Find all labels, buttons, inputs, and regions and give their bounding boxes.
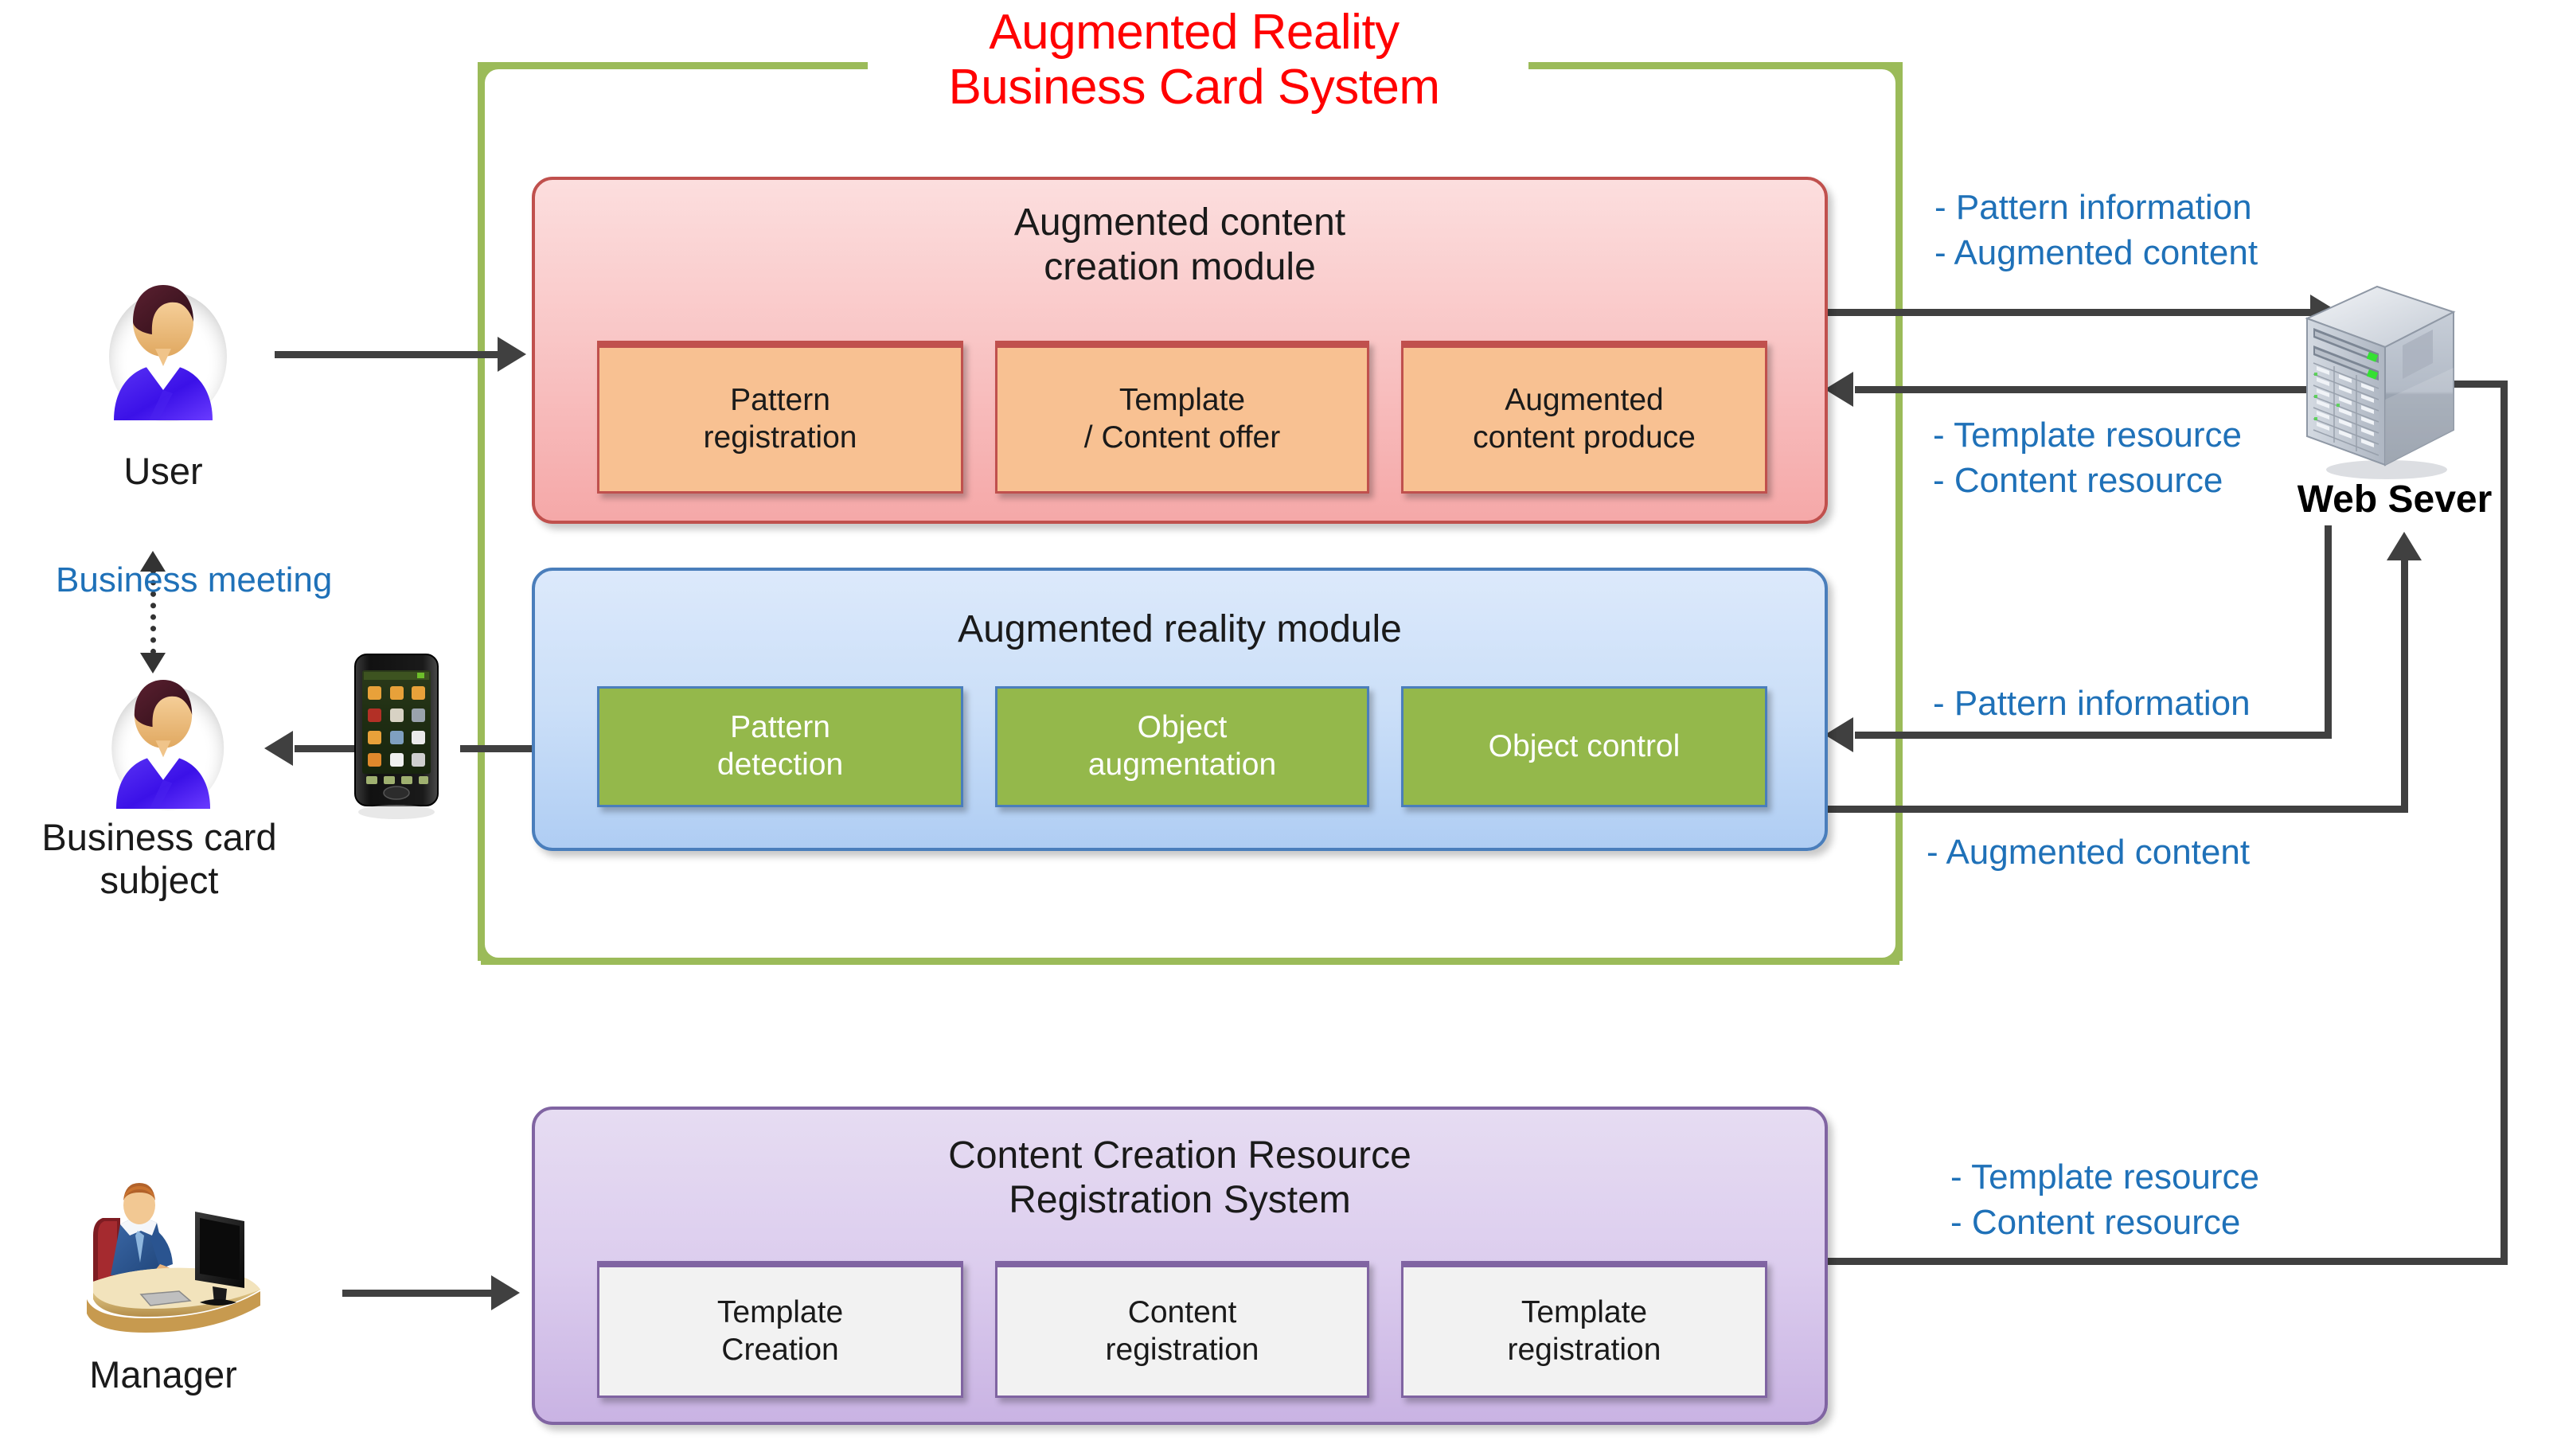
annotation-augmented-content: - Augmented content xyxy=(1927,833,2251,872)
line-ar-module-to-augmented-content xyxy=(1819,806,2408,813)
annotation-resources-bottom: - Template resource - Content resource xyxy=(1950,1157,2260,1243)
subbox-augmented-content-produce[interactable]: Augmented content produce xyxy=(1400,341,1767,494)
system-boundary-corner-tr xyxy=(1868,62,1903,96)
subbox-template-content-offer[interactable]: Template / Content offer xyxy=(995,341,1369,494)
arrow-manager-to-resource-module xyxy=(342,1290,502,1297)
subbox-row-ar: Pattern detection Object augmentation Ob… xyxy=(597,686,1767,807)
arrowhead-phone-to-subject xyxy=(264,731,293,766)
person-avatar-icon xyxy=(100,269,227,436)
system-boundary-left xyxy=(478,65,485,961)
system-boundary-corner-br xyxy=(1868,931,1903,965)
annotation-from-server-top: - Template resource - Content resource xyxy=(1933,416,2243,501)
manager-at-desk-icon xyxy=(76,1162,322,1345)
system-boundary-top-left xyxy=(478,62,868,69)
arrow-server-to-creation xyxy=(1855,386,2333,393)
subbox-template-registration[interactable]: Template registration xyxy=(1400,1261,1767,1398)
arrow-user-to-creation-module xyxy=(275,351,513,358)
line-augmented-content-up xyxy=(2401,557,2408,810)
arrowhead-business-meeting-down xyxy=(140,653,166,673)
subbox-template-creation[interactable]: Template Creation xyxy=(597,1261,964,1398)
actor-label-web-server: Web Sever xyxy=(2297,478,2493,521)
module-title-augmented-reality: Augmented reality module xyxy=(958,608,1402,650)
module-augmented-reality[interactable]: Augmented reality module Pattern detecti… xyxy=(532,568,1828,851)
system-boundary-bottom xyxy=(481,958,1899,965)
subbox-object-control[interactable]: Object control xyxy=(1400,686,1767,807)
module-augmented-content-creation[interactable]: Augmented content creation module Patter… xyxy=(532,177,1828,524)
subbox-pattern-registration[interactable]: Pattern registration xyxy=(597,341,964,494)
module-title-augmented-content-creation: Augmented content creation module xyxy=(1013,201,1346,288)
smartphone-icon xyxy=(350,653,444,824)
arrowhead-augmented-content-to-server xyxy=(2387,532,2422,560)
line-pattern-info-to-ar-module xyxy=(1855,732,2332,739)
system-boundary-corner-bl xyxy=(478,931,512,965)
arrowhead-business-meeting-up xyxy=(140,551,166,572)
module-content-creation-resource[interactable]: Content Creation Resource Registration S… xyxy=(532,1107,1828,1425)
line-server-down-pattern-info xyxy=(2325,525,2332,739)
subbox-object-augmentation[interactable]: Object augmentation xyxy=(995,686,1369,807)
arrowhead-manager-to-resource-module xyxy=(491,1275,520,1310)
line-business-meeting xyxy=(150,568,156,654)
system-boundary-right xyxy=(1895,65,1903,961)
subbox-content-registration[interactable]: Content registration xyxy=(995,1261,1369,1398)
line-resource-module-right xyxy=(1821,1258,2508,1265)
subbox-pattern-detection[interactable]: Pattern detection xyxy=(597,686,964,807)
annotation-pattern-information: - Pattern information xyxy=(1933,684,2251,723)
arrow-creation-to-server xyxy=(1825,309,2326,316)
actor-label-user: User xyxy=(123,450,203,492)
annotation-business-meeting: Business meeting xyxy=(56,560,333,599)
server-tower-icon xyxy=(2293,280,2468,487)
subbox-row-creation: Pattern registration Template / Content … xyxy=(597,341,1767,494)
system-boundary-top-right xyxy=(1528,62,1903,69)
module-title-content-creation-resource: Content Creation Resource Registration S… xyxy=(948,1134,1411,1221)
person-avatar-icon xyxy=(100,665,227,824)
arrowhead-user-to-creation-module xyxy=(498,337,526,372)
arrowhead-pattern-info-to-ar-module xyxy=(1825,717,1853,752)
annotation-to-server-top: - Pattern information - Augmented conten… xyxy=(1934,188,2258,273)
actor-label-manager: Manager xyxy=(89,1353,237,1395)
line-resource-up-to-server xyxy=(2500,381,2508,1262)
actor-label-business-card-subject: Business card subject xyxy=(41,816,277,902)
subbox-row-resource: Template Creation Content registration T… xyxy=(597,1261,1767,1398)
line-ar-module-to-phone xyxy=(460,745,540,752)
system-boundary-corner-tl xyxy=(478,62,512,96)
page-title: Augmented Reality Business Card System xyxy=(948,5,1440,115)
arrowhead-server-to-creation xyxy=(1825,372,1853,407)
